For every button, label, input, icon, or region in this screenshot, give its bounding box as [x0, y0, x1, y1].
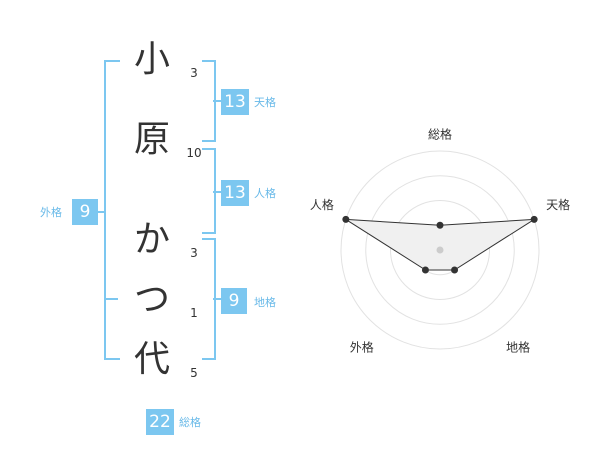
gaikaku-value: 9 — [72, 199, 98, 225]
radar-area — [345, 218, 535, 271]
stroke-count-2: 10 — [186, 146, 202, 160]
soukaku-value: 22 — [146, 409, 174, 435]
radar-point-3 — [451, 266, 459, 274]
name-char-4: つ — [133, 279, 170, 320]
jinkaku-value: 13 — [221, 180, 249, 206]
radar-center-dot — [436, 246, 444, 254]
chikaku-connector — [213, 298, 221, 300]
radar-grid-ring-4 — [340, 150, 540, 350]
radar-point-2 — [530, 215, 538, 223]
tenkaku-value: 13 — [221, 89, 249, 115]
stroke-count-4: 1 — [190, 306, 198, 320]
gaikaku-label: 外格 — [40, 206, 62, 219]
stroke-count-1: 3 — [190, 66, 198, 80]
gaikaku-bracket-tick — [104, 298, 118, 300]
name-char-5: 代 — [133, 339, 170, 380]
radar-grid — [340, 150, 540, 350]
radar-axis-label-2: 天格 — [546, 197, 570, 212]
radar-axis-label-1: 総格 — [428, 127, 452, 142]
radar-grid-ring-2 — [390, 200, 490, 300]
gaikaku-bracket — [104, 60, 120, 360]
chikaku-label: 地格 — [254, 296, 276, 309]
radar-grid-ring-3 — [365, 175, 515, 325]
radar-point-5 — [342, 215, 350, 223]
radar-axis-label-4: 外格 — [350, 340, 374, 355]
jinkaku-label: 人格 — [254, 187, 276, 200]
tenkaku-label: 天格 — [254, 96, 276, 109]
tenkaku-connector — [213, 100, 221, 102]
radar-point-4 — [421, 266, 429, 274]
stroke-count-5: 5 — [190, 366, 198, 380]
radar-points — [342, 215, 538, 274]
radar-axis-label-5: 人格 — [310, 197, 334, 212]
name-char-2: 原 — [133, 119, 170, 160]
name-char-3: か — [133, 219, 170, 260]
radar-point-1 — [436, 221, 444, 229]
chikaku-value: 9 — [221, 288, 247, 314]
gaikaku-connector — [96, 211, 106, 213]
name-char-1: 小 — [133, 39, 170, 80]
radar-axis-label-3: 地格 — [506, 340, 530, 355]
stroke-count-3: 3 — [190, 246, 198, 260]
jinkaku-connector — [213, 191, 221, 193]
soukaku-label: 総格 — [179, 416, 201, 429]
